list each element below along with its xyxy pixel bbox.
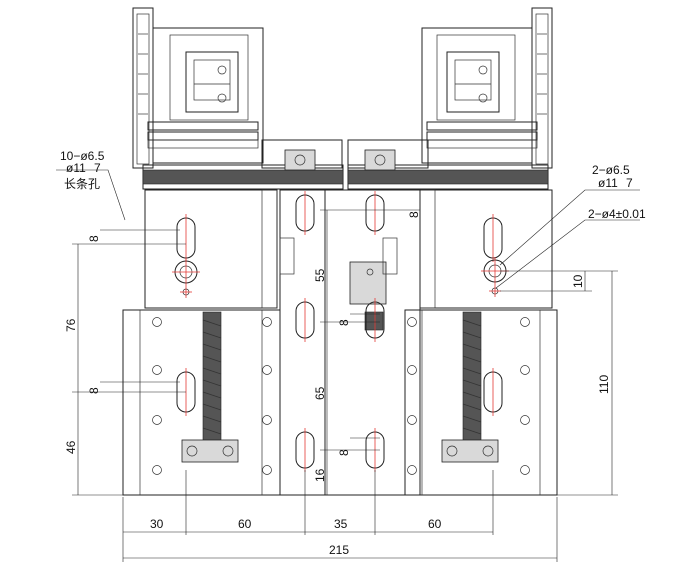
right-upper-actuator xyxy=(347,7,553,190)
dim-overall-width: 215 xyxy=(329,543,349,557)
left-upper-actuator xyxy=(132,7,344,190)
left-lead-screw xyxy=(181,311,239,463)
callout-slot-holes: 10−ø6.5 ø11 7 长条孔 xyxy=(60,149,105,191)
dim-h-4: 60 xyxy=(428,517,442,531)
slot-callout-depth: 7 xyxy=(94,161,101,175)
dim-cv-5: 8 xyxy=(337,449,351,456)
dim-h-2: 60 xyxy=(238,517,252,531)
dimension-lines xyxy=(56,169,640,562)
slot-callout-line3: 长条孔 xyxy=(64,177,100,191)
dim-lv-2: 76 xyxy=(64,318,78,332)
left-vertical-dimension-labels: 8 76 8 46 xyxy=(64,235,101,454)
right-lead-screw xyxy=(441,311,499,463)
slot-callout-line1: 10−ø6.5 xyxy=(60,149,105,163)
hole-callout-depth: 7 xyxy=(626,176,633,190)
horizontal-dimension-labels: 30 60 35 60 215 xyxy=(150,517,442,557)
right-base-block xyxy=(404,309,558,496)
dim-cv-6: 16 xyxy=(313,468,327,482)
round-holes xyxy=(172,257,509,298)
dim-rv-2: 110 xyxy=(597,375,611,394)
left-base-block xyxy=(122,309,281,496)
dim-rv-1: 10 xyxy=(571,274,585,288)
dim-cv-3: 8 xyxy=(337,319,351,326)
dim-h-1: 30 xyxy=(150,517,164,531)
dim-cv-2: 55 xyxy=(313,268,327,282)
dim-h-3: 35 xyxy=(334,517,348,531)
rail-screws xyxy=(152,317,530,475)
center-sensor-assembly xyxy=(279,149,398,331)
hole-callout-line2: ø11 xyxy=(598,176,618,190)
right-carriage-upper xyxy=(324,189,553,496)
right-vertical-dimension-labels: 10 110 xyxy=(571,274,611,394)
hole-callout-line1: 2−ø6.5 xyxy=(592,163,630,177)
slot-holes xyxy=(176,191,503,472)
callout-holes: 2−ø6.5 ø11 7 2−ø4±0.01 xyxy=(588,163,646,221)
center-vertical-dimension-labels: 8 55 8 65 8 16 xyxy=(313,211,421,482)
dim-lv-1: 8 xyxy=(87,235,101,242)
slot-callout-line2: ø11 xyxy=(66,161,86,175)
dim-cv-4: 65 xyxy=(313,386,327,400)
pin-callout-line1: 2−ø4±0.01 xyxy=(588,207,646,221)
dim-lv-4: 46 xyxy=(64,440,78,454)
dim-lv-3: 8 xyxy=(87,387,101,394)
dim-cv-1: 8 xyxy=(407,211,421,218)
